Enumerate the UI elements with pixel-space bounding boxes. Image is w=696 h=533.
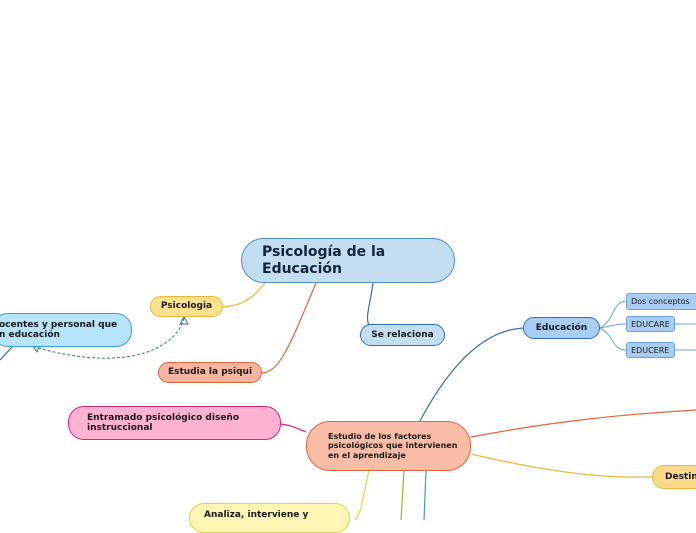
central-topic-label: Psicología de la Educación [262,244,386,277]
topic-educacion-label: Educación [535,322,588,333]
connector-dashed-relation [34,317,185,359]
topic-analiza-label: Analiza, interviene y [204,510,309,520]
topic-analiza[interactable]: Analiza, interviene y [189,503,350,533]
topic-estudio-factores-label: Estudio de los factores psicológicos que… [328,432,458,460]
connector-estudio-green [400,470,405,520]
connector-estudio-cyan [423,470,427,520]
connector-center-serelaciona [366,282,374,326]
topic-docentes-label: ocentes y personal que n educación [0,319,118,340]
arrowhead-up [179,315,189,325]
subtopic-dos-conceptos[interactable]: Dos conceptos [626,293,696,310]
topic-entramado-label: Entramado psicológico diseño instruccion… [87,412,240,433]
connector-center-psicologia [222,282,266,308]
connector-estudio-educacion [419,327,524,422]
topic-educacion[interactable]: Educación [523,317,600,339]
topic-estudia-label: Estudia la psiqui [167,367,253,378]
subtopic-dos-conceptos-label: Dos conceptos [631,297,690,306]
connector-educacion-dos [599,300,627,329]
connector-docentes-down [0,346,13,361]
connector-estudio-entramado [280,423,307,433]
subtopic-educare-label: EDUCARE [631,320,670,329]
subtopic-educare[interactable]: EDUCARE [626,316,675,332]
topic-psicologia-label: Psicologia [160,301,213,312]
connector-estudio-analiza [354,470,370,520]
connector-estudio-right [470,409,696,438]
topic-psicologia[interactable]: Psicologia [150,296,223,317]
topic-docentes[interactable]: ocentes y personal que n educación [0,313,132,347]
connector-estudio-destin [470,453,653,478]
subtopic-educere-label: EDUCERE [631,346,670,355]
central-topic-node[interactable]: Psicología de la Educación [241,238,455,283]
subtopic-educere[interactable]: EDUCERE [626,342,675,358]
topic-entramado[interactable]: Entramado psicológico diseño instruccion… [68,406,281,440]
topic-estudia[interactable]: Estudia la psiqui [158,362,262,383]
topic-se-relaciona-label: Se relaciona [371,329,434,340]
topic-se-relaciona[interactable]: Se relaciona [360,324,445,346]
connector-center-estudia [261,282,317,374]
topic-destin[interactable]: Destin [652,465,696,489]
topic-destin-label: Destin [665,471,696,482]
connector-educacion-educare [599,323,627,329]
topic-estudio-factores[interactable]: Estudio de los factores psicológicos que… [306,421,471,471]
connector-educacion-educere [599,327,627,351]
